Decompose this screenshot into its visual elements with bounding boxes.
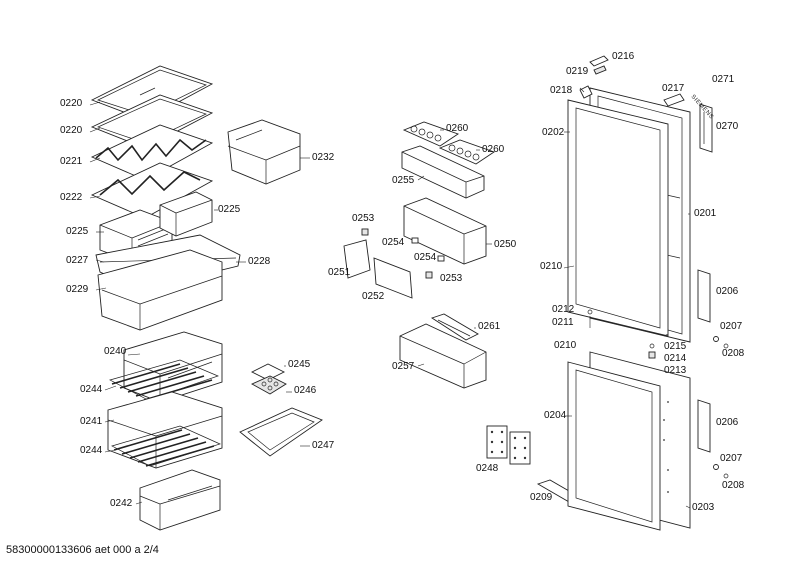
- label-0257: 0257: [392, 361, 415, 372]
- leader-lines: [89, 87, 691, 509]
- bottle-rack-0257: [399, 323, 487, 389]
- drawer-0242: [139, 469, 221, 531]
- label-0229: 0229: [66, 284, 89, 295]
- label-0247: 0247: [312, 440, 335, 451]
- label-0221: 0221: [60, 156, 83, 167]
- bottle-guard-0261: [430, 313, 479, 341]
- egg-tray-0260-b: [438, 139, 495, 165]
- label-0271: 0271: [712, 74, 735, 85]
- hinge-cover-0216: [589, 55, 609, 67]
- drawer-0241: [107, 391, 223, 469]
- label-0218: 0218: [550, 85, 573, 96]
- hinge-0254-a: [411, 237, 419, 244]
- clip-0253-a: [361, 228, 369, 236]
- ice-cube-tray-0245: [250, 363, 287, 395]
- label-0222: 0222: [60, 192, 83, 203]
- handle-0206-lower: [697, 399, 711, 453]
- box-0225-right: [159, 191, 213, 237]
- label-0240: 0240: [104, 346, 127, 357]
- label-0250: 0250: [494, 239, 517, 250]
- label-0248: 0248: [476, 463, 499, 474]
- label-0242: 0242: [110, 498, 133, 509]
- ice-tray-0247: [239, 407, 323, 457]
- label-0225-a: 0225: [66, 226, 89, 237]
- label-0260-b: 0260: [482, 144, 505, 155]
- label-0208-b: 0208: [722, 480, 745, 491]
- cap-0208-lower: [723, 473, 729, 479]
- door-seal-0202: [567, 99, 669, 337]
- label-0210-b: 0210: [554, 340, 577, 351]
- label-0212: 0212: [552, 304, 575, 315]
- label-0216: 0216: [612, 51, 635, 62]
- label-0217: 0217: [662, 83, 685, 94]
- label-0210-a: 0210: [540, 261, 563, 272]
- cap-0208-upper: [723, 343, 729, 349]
- label-0214: 0214: [664, 353, 687, 364]
- label-0215: 0215: [664, 341, 687, 352]
- label-0202: 0202: [542, 127, 565, 138]
- egg-tray-0260: [402, 121, 459, 147]
- label-0209: 0209: [530, 492, 553, 503]
- label-0244-b: 0244: [80, 445, 103, 456]
- label-0254-a: 0254: [382, 237, 405, 248]
- handle-0206-upper: [697, 269, 711, 323]
- label-0207-b: 0207: [720, 453, 743, 464]
- label-0203: 0203: [692, 502, 715, 513]
- label-0228: 0228: [248, 256, 271, 267]
- grid-shelf-0244-lower: [111, 425, 221, 467]
- label-0261: 0261: [478, 321, 501, 332]
- label-0206-b: 0206: [716, 417, 739, 428]
- label-0208-a: 0208: [722, 348, 745, 359]
- label-0244-a: 0244: [80, 384, 103, 395]
- label-0232: 0232: [312, 152, 335, 163]
- bottle-holder-0232: [227, 119, 301, 185]
- label-0253-a: 0253: [352, 213, 375, 224]
- label-0220-a: 0220: [60, 98, 83, 109]
- label-0227: 0227: [66, 255, 89, 266]
- label-0260-a: 0260: [446, 123, 469, 134]
- glass-shelf-0222: [90, 162, 214, 219]
- label-0220-b: 0220: [60, 125, 83, 136]
- screw-0212-0211: [587, 309, 593, 328]
- label-0254-b: 0254: [414, 252, 437, 263]
- label-0270: 0270: [716, 121, 739, 132]
- label-0225-b: 0225: [218, 204, 241, 215]
- label-0252: 0252: [362, 291, 385, 302]
- hinge-0254-b: [437, 255, 445, 262]
- label-0211: 0211: [552, 317, 574, 328]
- label-0253-b: 0253: [440, 273, 463, 284]
- label-0206-a: 0206: [716, 286, 739, 297]
- hinge-0219: [593, 65, 607, 75]
- label-0245: 0245: [288, 359, 311, 370]
- label-0241: 0241: [80, 416, 103, 427]
- screw-0207-lower: [713, 464, 719, 470]
- crisper-tray-0229: [97, 249, 223, 331]
- flap-0252: [373, 257, 413, 299]
- clip-0253-b: [425, 271, 433, 279]
- label-0219: 0219: [566, 66, 589, 77]
- part-0217: [663, 93, 685, 107]
- screw-0207-upper: [713, 336, 719, 342]
- wire-shelf-0221: [90, 124, 214, 181]
- label-0255: 0255: [392, 175, 415, 186]
- door-seal-0204: [567, 361, 661, 531]
- bushing-0215-0214: [648, 343, 656, 359]
- cold-pack-0248-a: [486, 425, 508, 459]
- display-panel-0270: [699, 103, 713, 153]
- label-0213: 0213: [664, 365, 687, 376]
- label-0246: 0246: [294, 385, 317, 396]
- part-0218: [579, 85, 593, 99]
- label-0207-a: 0207: [720, 321, 743, 332]
- label-0204: 0204: [544, 410, 567, 421]
- label-0201: 0201: [694, 208, 717, 219]
- label-0251: 0251: [328, 267, 351, 278]
- cold-pack-0248-b: [509, 431, 531, 465]
- drawing-footer-code: 58300000133606 aet 000 a 2/4: [6, 544, 159, 556]
- flap-0251: [343, 239, 371, 279]
- door-rack-0250: [403, 197, 487, 265]
- door-rack-0255: [401, 145, 485, 199]
